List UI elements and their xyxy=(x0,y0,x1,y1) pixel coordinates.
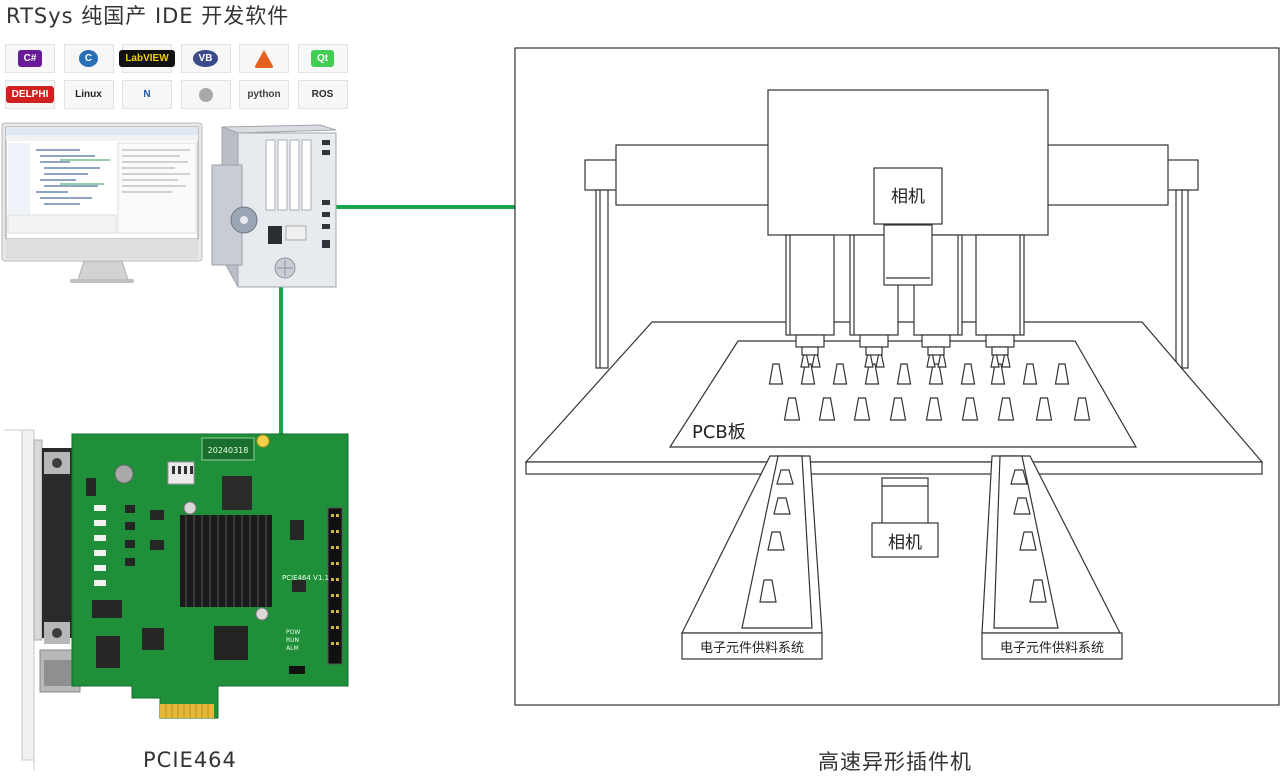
feeder-component xyxy=(1010,469,1028,485)
pcb-component xyxy=(961,397,979,421)
vb-icon: VB xyxy=(180,44,231,73)
nozzle-tip xyxy=(991,346,1009,356)
industrial-pc xyxy=(211,124,337,288)
feeder-components xyxy=(759,469,1047,603)
top-camera-label: 相机 xyxy=(891,187,925,207)
pcb-component xyxy=(997,397,1015,421)
svg-text:RUN: RUN xyxy=(286,637,299,644)
pcb-components xyxy=(768,363,1091,421)
nozzle-part xyxy=(811,354,821,368)
feeder-component xyxy=(759,579,777,603)
labview-icon: LabVIEW xyxy=(119,44,175,73)
linux-icon: Linux xyxy=(63,80,114,109)
nozzles xyxy=(795,334,1015,368)
pcb-component xyxy=(1022,363,1038,385)
machine-caption: 高速异形插件机 xyxy=(818,750,972,774)
python-icon-glyph: python xyxy=(247,89,281,100)
apple-icon xyxy=(180,80,231,109)
pcb-component xyxy=(864,363,880,385)
pcb-component xyxy=(1035,397,1053,421)
worktable-edge xyxy=(525,461,1263,475)
nozzle-tip xyxy=(865,346,883,356)
feeder-left-label: 电子元件供料系统 xyxy=(700,641,804,656)
pcb-component xyxy=(818,397,836,421)
pcb-component xyxy=(1054,363,1070,385)
card-model-text: PCIE464 V1.1 xyxy=(282,574,329,582)
feeder-component xyxy=(767,531,785,551)
halcon-icon: N xyxy=(122,80,172,109)
svg-text:POW: POW xyxy=(286,629,300,636)
nozzle-tip xyxy=(927,346,945,356)
nozzle-part xyxy=(864,354,874,368)
halcon-icon-glyph: N xyxy=(143,89,151,100)
pcb-component xyxy=(960,363,976,385)
feeder-right xyxy=(981,455,1123,660)
card-caption: PCIE464 xyxy=(143,748,237,772)
linux-icon-glyph: Linux xyxy=(75,89,102,100)
python-icon: python xyxy=(239,80,289,109)
pcb-component xyxy=(832,363,848,385)
csharp-icon: C# xyxy=(5,44,55,73)
feeder-component xyxy=(1029,579,1047,603)
machine-frame xyxy=(514,47,1280,706)
nozzle-part xyxy=(926,354,936,368)
card-date-sticker: 20240318 xyxy=(208,446,249,455)
feeder-component xyxy=(776,469,794,485)
bottom-camera xyxy=(871,477,939,558)
pcb-component xyxy=(800,363,816,385)
feeder-component xyxy=(1019,531,1037,551)
nozzle-holder xyxy=(985,334,1015,348)
pcb-component xyxy=(768,363,784,385)
page-title: RTSys 纯国产 IDE 开发软件 xyxy=(6,4,290,28)
nozzle-part xyxy=(990,354,1000,368)
nozzle-part xyxy=(875,354,885,368)
feeder-component xyxy=(773,497,791,515)
labview-icon-glyph: LabVIEW xyxy=(119,50,175,67)
nozzle-tip xyxy=(801,346,819,356)
qt-icon-glyph: Qt xyxy=(310,50,335,67)
pcb-component xyxy=(1073,397,1091,421)
feeder-left xyxy=(681,455,823,660)
feeder-right-label: 电子元件供料系统 xyxy=(1000,641,1104,656)
bottom-camera-label: 相机 xyxy=(888,533,922,553)
csharp-icon-glyph: C# xyxy=(17,50,43,67)
delphi-icon: DELPHI xyxy=(5,80,55,109)
nozzle-part xyxy=(800,354,810,368)
pcb-component xyxy=(990,363,1006,385)
pcb-component xyxy=(925,397,943,421)
pcb-component xyxy=(896,363,912,385)
pcb-component xyxy=(928,363,944,385)
nozzle-part xyxy=(1001,354,1011,368)
pcb-component xyxy=(853,397,871,421)
svg-text:ALM: ALM xyxy=(286,645,299,652)
connection-lines xyxy=(279,205,515,436)
qt-icon: Qt xyxy=(297,44,348,73)
pcie464-card: 20240318 xyxy=(4,429,349,770)
nozzle-holder xyxy=(859,334,889,348)
ros-icon: ROS xyxy=(297,80,348,109)
c-language-icon: C xyxy=(63,44,114,73)
pcb-component xyxy=(889,397,907,421)
vb-icon-glyph: VB xyxy=(192,50,219,67)
matlab-icon-glyph xyxy=(254,49,274,68)
nozzle-holder xyxy=(795,334,825,348)
matlab-icon xyxy=(239,44,289,73)
pcb-label: PCB板 xyxy=(692,422,746,443)
nozzle-holder xyxy=(921,334,951,348)
pcb-component xyxy=(783,397,801,421)
placement-head xyxy=(767,89,1049,336)
ros-icon-glyph: ROS xyxy=(311,89,334,100)
apple-icon-glyph xyxy=(198,87,213,102)
nozzle-part xyxy=(937,354,947,368)
delphi-icon-glyph: DELPHI xyxy=(5,86,55,103)
monitor xyxy=(1,122,203,283)
feeder-component xyxy=(1013,497,1031,515)
c-language-icon-glyph: C xyxy=(78,50,99,67)
